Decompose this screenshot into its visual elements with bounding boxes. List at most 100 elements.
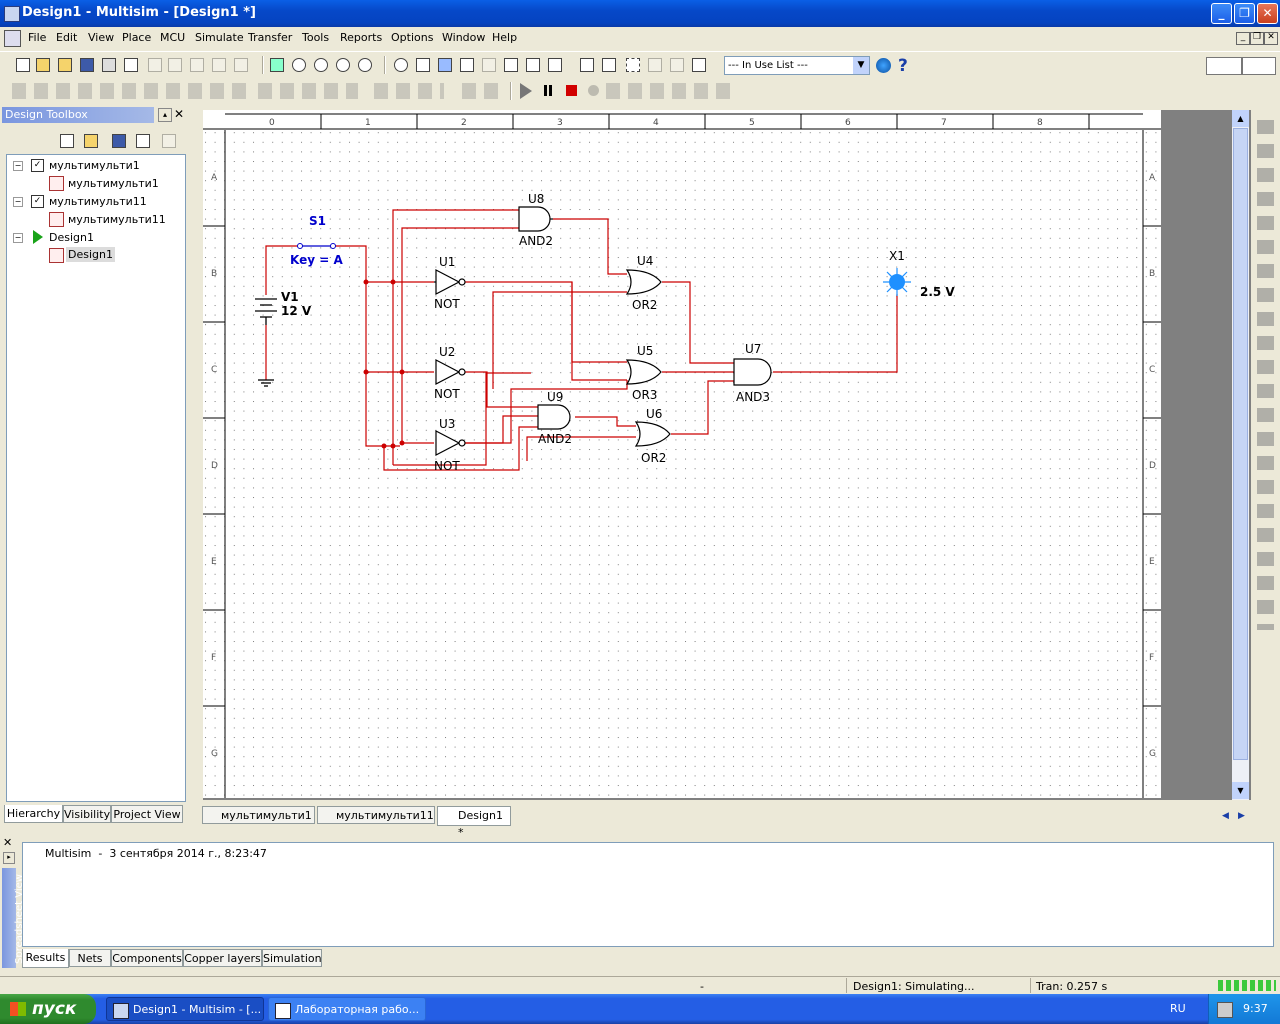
tab-simulation[interactable]: Simulation xyxy=(262,949,322,967)
mdi-minimize-button[interactable]: _ xyxy=(1236,32,1250,45)
instrument-icons[interactable] xyxy=(1257,120,1274,630)
grapher-icon[interactable] xyxy=(548,58,562,72)
gate-u9-and2[interactable] xyxy=(537,404,571,430)
toolbox-undock-button[interactable]: ▴ xyxy=(158,108,172,122)
new-icon[interactable] xyxy=(16,58,30,72)
redo-icon[interactable] xyxy=(234,58,248,72)
language-indicator[interactable]: RU xyxy=(1170,1002,1186,1015)
save-design-icon[interactable] xyxy=(112,134,126,148)
undo-icon[interactable] xyxy=(212,58,226,72)
design-tab-multimulti1[interactable]: мультимульти1 xyxy=(202,806,315,824)
taskbar-item-word[interactable]: Лабораторная рабо... xyxy=(268,997,426,1021)
gate-u7-and3[interactable] xyxy=(733,358,772,386)
help-icon[interactable]: ? xyxy=(898,56,908,76)
menu-reports[interactable]: Reports xyxy=(340,31,383,44)
globe-icon[interactable] xyxy=(876,58,891,73)
gate-u5-or3[interactable] xyxy=(625,359,662,385)
spreadsheet-icon[interactable] xyxy=(416,58,430,72)
find-icon[interactable] xyxy=(394,58,408,72)
stop-icon[interactable] xyxy=(566,85,577,96)
tab-project-view[interactable]: Project View xyxy=(111,805,183,823)
menu-file[interactable]: File xyxy=(28,31,47,44)
select-area-icon[interactable] xyxy=(626,58,640,72)
probe-x1[interactable] xyxy=(883,268,911,296)
close-button[interactable]: ✕ xyxy=(1257,3,1278,24)
mdi-close-button[interactable]: ✕ xyxy=(1264,32,1278,45)
checkbox-icon[interactable]: ✓ xyxy=(31,159,44,172)
menu-help[interactable]: Help xyxy=(492,31,518,44)
gate-u3-not[interactable] xyxy=(435,430,466,456)
print-icon[interactable] xyxy=(102,58,116,72)
document-icon[interactable] xyxy=(4,30,21,47)
gate-u4-or2[interactable] xyxy=(625,269,662,295)
back-annotate-icon[interactable] xyxy=(648,58,662,72)
start-button[interactable]: пуск xyxy=(0,994,96,1024)
open-design-icon[interactable] xyxy=(84,134,98,148)
tab-results[interactable]: Results xyxy=(22,949,69,968)
menu-tools[interactable]: Tools xyxy=(302,31,330,44)
tab-scroll-left-icon[interactable]: ◀ xyxy=(1222,811,1229,821)
vertical-scrollbar[interactable]: ▲ ▼ xyxy=(1232,110,1249,800)
bus-place-icons[interactable] xyxy=(374,83,444,99)
print-preview-icon[interactable] xyxy=(124,58,138,72)
scroll-up-icon[interactable]: ▲ xyxy=(1232,110,1249,127)
new-design-icon[interactable] xyxy=(60,134,74,148)
pause-icon[interactable] xyxy=(544,85,547,96)
menu-edit[interactable]: Edit xyxy=(56,31,78,44)
cut-icon[interactable] xyxy=(148,58,162,72)
step-icon[interactable] xyxy=(588,85,599,96)
toolbox-close-icon[interactable]: ✕ xyxy=(174,107,185,121)
zoom-area-icon[interactable] xyxy=(336,58,350,72)
maximize-button[interactable]: ❐ xyxy=(1234,3,1255,24)
design-tab-multimulti11[interactable]: мультимульти11 xyxy=(317,806,435,824)
open-icon[interactable] xyxy=(36,58,50,72)
zoom-fit-icon[interactable] xyxy=(358,58,372,72)
minimize-button[interactable]: _ xyxy=(1211,3,1232,24)
list-icons[interactable] xyxy=(462,83,502,99)
calculator-icon[interactable] xyxy=(580,58,594,72)
multisim-app-icon[interactable] xyxy=(4,6,20,22)
open-sample-icon[interactable] xyxy=(58,58,72,72)
results-output[interactable]: Multisim - 3 сентября 2014 г., 8:23:47 xyxy=(22,842,1274,947)
misc-place-icons[interactable] xyxy=(258,83,358,99)
mdi-restore-button[interactable]: ❐ xyxy=(1250,32,1264,45)
gate-u6-or2[interactable] xyxy=(634,421,671,447)
menu-simulate[interactable]: Simulate xyxy=(195,31,244,44)
in-use-list-select[interactable]: --- In Use List --- ▼ xyxy=(724,56,870,75)
output-undock-icon[interactable]: ▸ xyxy=(3,852,15,864)
checkbox-icon[interactable]: ✓ xyxy=(31,195,44,208)
tab-scroll-right-icon[interactable]: ▶ xyxy=(1238,811,1245,821)
full-screen-icon[interactable] xyxy=(270,58,284,72)
menu-mcu[interactable]: MCU xyxy=(160,31,186,44)
menu-place[interactable]: Place xyxy=(122,31,152,44)
battery-v1[interactable] xyxy=(255,298,277,387)
tab-copper-layers[interactable]: Copper layers xyxy=(183,949,262,967)
simulation-step-icons[interactable] xyxy=(606,83,736,99)
scroll-thumb[interactable] xyxy=(1233,128,1248,760)
output-close-icon[interactable]: ✕ xyxy=(3,836,13,849)
chevron-down-icon[interactable]: ▼ xyxy=(853,57,869,74)
gate-u1-not[interactable] xyxy=(434,269,466,295)
run-icon[interactable] xyxy=(520,83,532,99)
close-design-icon[interactable] xyxy=(136,134,150,148)
tray-network-icon[interactable] xyxy=(1217,1002,1233,1018)
switch-s1[interactable] xyxy=(297,243,336,249)
design-toolbox-icon[interactable] xyxy=(438,58,452,72)
zoom-out-icon[interactable] xyxy=(314,58,328,72)
view-toggle-icon[interactable] xyxy=(1206,57,1242,75)
tab-hierarchy[interactable]: Hierarchy xyxy=(4,805,63,823)
erc-icon[interactable] xyxy=(602,58,616,72)
tab-visibility[interactable]: Visibility xyxy=(63,805,111,823)
menu-view[interactable]: View xyxy=(88,31,115,44)
design-tab-design1[interactable]: Design1 * xyxy=(437,806,511,839)
paste-icon[interactable] xyxy=(190,58,204,72)
gate-u8-and2[interactable] xyxy=(518,206,553,232)
save-icon[interactable] xyxy=(80,58,94,72)
menu-window[interactable]: Window xyxy=(442,31,486,44)
menu-options[interactable]: Options xyxy=(391,31,434,44)
view-toggle-2-icon[interactable] xyxy=(1242,57,1276,75)
taskbar-item-multisim[interactable]: Design1 - Multisim - [... xyxy=(106,997,264,1021)
copy-icon[interactable] xyxy=(168,58,182,72)
transfer-icon[interactable] xyxy=(692,58,706,72)
